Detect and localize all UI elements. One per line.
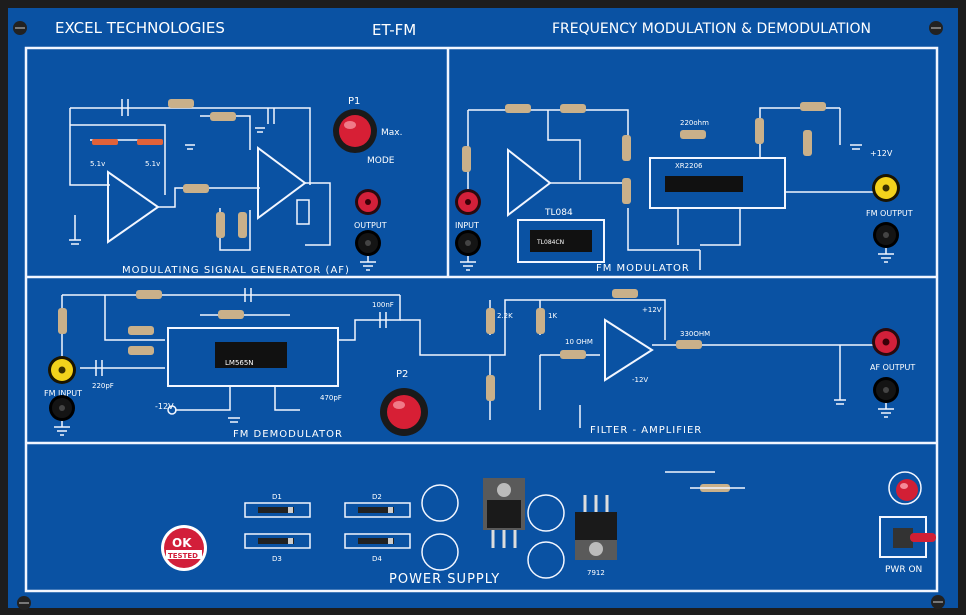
- xr2206-label: XR2206: [675, 162, 703, 170]
- zener-label: 5.1v: [145, 160, 160, 168]
- c100n-label: 100nF: [372, 301, 394, 309]
- outer-border: [24, 46, 939, 593]
- ok-label: OK: [172, 536, 192, 550]
- ground-icon: [878, 248, 894, 263]
- fm-output-label: FM OUTPUT: [866, 209, 913, 218]
- regulator-7812: [483, 478, 525, 548]
- power-switch[interactable]: [879, 516, 936, 558]
- d3-label: D3: [272, 555, 282, 563]
- power-led: [888, 471, 922, 505]
- mod-output-socket-red[interactable]: [355, 189, 381, 215]
- r220-label: 220ohm: [680, 119, 709, 127]
- c220-label: 220pF: [92, 382, 114, 390]
- diode-d2: [344, 502, 411, 518]
- zener-label: 5.1v: [90, 160, 105, 168]
- ground-icon: [54, 421, 70, 436]
- tl084-chip-label: TL084CN: [536, 239, 564, 246]
- ground-icon: [878, 403, 894, 418]
- screw-icon: [13, 21, 27, 35]
- section-label-filter: FILTER - AMPLIFIER: [590, 425, 702, 436]
- ground-icon: [360, 256, 376, 271]
- af-output-label: AF OUTPUT: [870, 363, 915, 372]
- d4-label: D4: [372, 555, 382, 563]
- fm-modulator-circuit: [462, 102, 880, 270]
- minus12v-label: -12V: [155, 402, 174, 411]
- af-output-socket-black[interactable]: [873, 377, 899, 403]
- p2-knob[interactable]: [380, 388, 428, 436]
- capacitor-c1: [421, 484, 459, 522]
- diode-d4: [344, 533, 411, 549]
- tl084-label: TL084: [544, 208, 573, 218]
- af-output-socket-red[interactable]: [872, 328, 900, 356]
- ground-icon: [460, 256, 476, 271]
- fm-output-socket-yellow[interactable]: [872, 174, 900, 202]
- screw-icon: [931, 595, 945, 609]
- mod-input-socket-red[interactable]: [455, 189, 481, 215]
- input-label: INPUT: [455, 221, 479, 230]
- capacitor-c3: [527, 494, 565, 532]
- screw-icon: [929, 21, 943, 35]
- section-label-fm-demodulator: FM DEMODULATOR: [233, 429, 343, 440]
- fm-input-label: FM INPUT: [44, 389, 82, 398]
- diode-d1: [244, 502, 311, 518]
- r22k-label: 2.2K: [497, 312, 513, 320]
- d1-label: D1: [272, 493, 282, 501]
- p1-label: P1: [348, 96, 360, 107]
- fm-input-socket-yellow[interactable]: [48, 356, 76, 384]
- output-label: OUTPUT: [354, 221, 387, 230]
- minus12v-label: -12V: [632, 376, 648, 384]
- section-label-fm-modulator: FM MODULATOR: [596, 263, 690, 274]
- fm-input-socket-black[interactable]: [49, 395, 75, 421]
- r330-label: 330OHM: [680, 330, 710, 338]
- 7912-label: 7912: [587, 569, 605, 577]
- capacitor-c2: [421, 533, 459, 571]
- r1k-label: 1K: [548, 312, 557, 320]
- plus12v-label: +12V: [870, 149, 893, 158]
- fm-demodulator-circuit: [58, 288, 450, 423]
- panel-title: FREQUENCY MODULATION & DEMODULATION: [552, 21, 871, 37]
- plus12v-label: +12V: [642, 306, 662, 314]
- section-label-modulating: MODULATING SIGNAL GENERATOR (AF): [122, 265, 350, 276]
- diode-d3: [244, 533, 311, 549]
- mod-input-socket-black[interactable]: [455, 230, 481, 256]
- filter-amplifier-circuit: [450, 289, 880, 428]
- p1-mode-label: MODE: [367, 156, 395, 166]
- p1-max-label: Max.: [381, 128, 402, 138]
- capacitor-c4: [527, 541, 565, 579]
- mod-output-socket-black[interactable]: [355, 230, 381, 256]
- tested-label: TESTED: [168, 552, 198, 560]
- c470-label: 470pF: [320, 394, 342, 402]
- fm-output-socket-black[interactable]: [873, 222, 899, 248]
- p1-knob[interactable]: [333, 109, 377, 153]
- section-label-power: POWER SUPPLY: [389, 572, 500, 587]
- pwr-on-label: PWR ON: [885, 565, 922, 575]
- regulator-7912: [575, 495, 617, 560]
- modulating-circuit: [69, 99, 331, 251]
- model-label: ET-FM: [372, 21, 416, 39]
- screw-icon: [17, 596, 31, 610]
- lm565-label: LM565N: [225, 359, 254, 367]
- p2-label: P2: [396, 369, 408, 380]
- d2-label: D2: [372, 493, 382, 501]
- brand-label: EXCEL TECHNOLOGIES: [55, 19, 225, 37]
- ok-tested-sticker: [161, 525, 207, 571]
- r10ohm-label: 10 OHM: [565, 338, 593, 346]
